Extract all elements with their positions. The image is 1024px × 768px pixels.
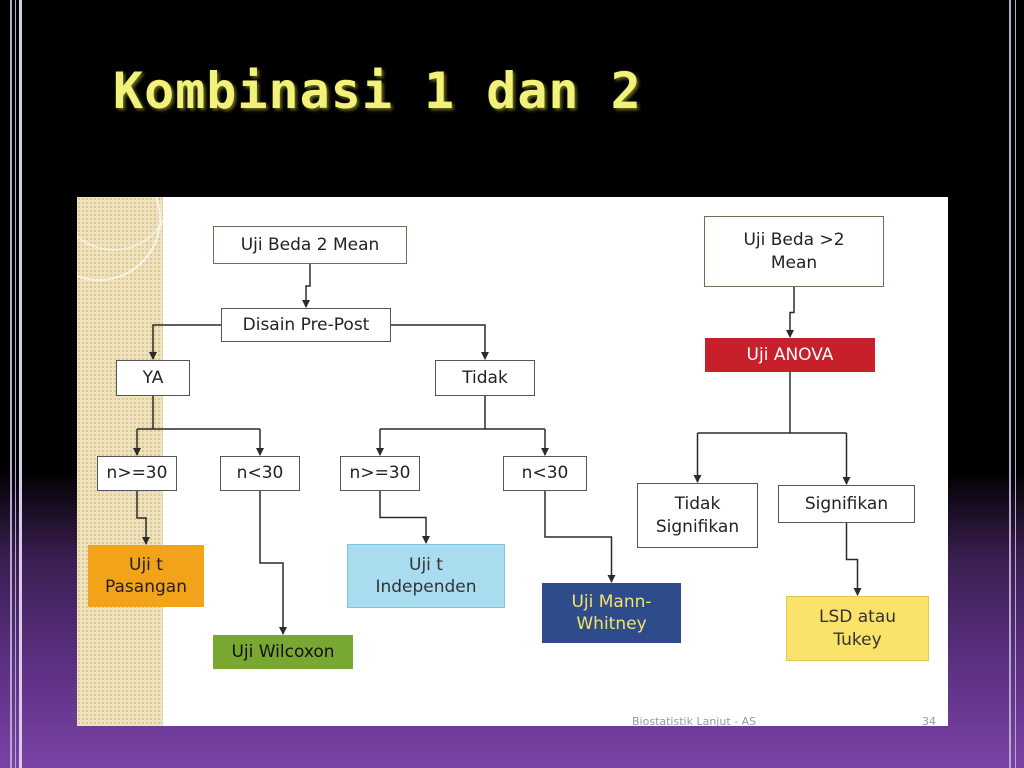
- node-uji-beda-gt2-mean: Uji Beda >2 Mean: [704, 216, 884, 287]
- node-label: n>=30: [106, 463, 168, 484]
- node-uji-anova: Uji ANOVA: [705, 338, 875, 372]
- left-border-line: [15, 0, 16, 768]
- node-label: Uji Beda 2 Mean: [240, 234, 380, 255]
- flowchart-panel: Uji Beda 2 Mean Disain Pre-Post YA Tidak…: [77, 197, 948, 726]
- node-label: Uji Beda >2 Mean: [743, 230, 845, 273]
- node-tidak-signifikan: Tidak Signifikan: [637, 483, 758, 548]
- connector-arrow: [136, 491, 150, 545]
- node-label: n>=30: [349, 463, 411, 484]
- connector-arrow: [302, 264, 311, 308]
- connector-arrow: [259, 491, 287, 635]
- node-tidak-n-lt-30: n<30: [503, 456, 587, 491]
- node-uji-beda-2-mean: Uji Beda 2 Mean: [213, 226, 407, 264]
- node-uji-mann-whitney: Uji Mann- Whitney: [542, 583, 681, 643]
- connector-arrow: [786, 287, 795, 338]
- node-tidak-n-ge-30: n>=30: [340, 456, 420, 491]
- node-disain-pre-post: Disain Pre-Post: [221, 308, 391, 342]
- node-label: Uji Mann- Whitney: [571, 591, 652, 634]
- node-label: Uji Wilcoxon: [231, 641, 335, 662]
- connector-arrow: [379, 491, 430, 544]
- node-ya-n-lt-30: n<30: [220, 456, 300, 491]
- connector-arrow: [149, 324, 221, 360]
- node-uji-wilcoxon: Uji Wilcoxon: [213, 635, 353, 669]
- node-lsd-atau-tukey: LSD atau Tukey: [786, 596, 929, 661]
- node-uji-t-pasangan: Uji t Pasangan: [88, 545, 204, 607]
- node-ya-n-ge-30: n>=30: [97, 456, 177, 491]
- node-signifikan: Signifikan: [778, 485, 915, 523]
- node-label: Uji t Independen: [375, 554, 477, 597]
- right-border-line: [1015, 0, 1016, 768]
- slide-number: 34: [922, 715, 936, 726]
- node-label: LSD atau Tukey: [818, 607, 897, 650]
- connector-arrow: [544, 491, 616, 583]
- node-tidak: Tidak: [435, 360, 535, 396]
- node-label: Uji t Pasangan: [105, 554, 187, 597]
- node-label: n<30: [236, 463, 284, 484]
- node-label: YA: [142, 367, 164, 388]
- node-label: Tidak Signifikan: [655, 494, 740, 537]
- node-label: n<30: [521, 463, 569, 484]
- node-ya: YA: [116, 360, 190, 396]
- connector-arrow: [391, 324, 489, 360]
- node-label: Signifikan: [804, 493, 889, 514]
- node-uji-t-independen: Uji t Independen: [347, 544, 505, 608]
- left-border-line: [19, 0, 22, 768]
- node-label: Disain Pre-Post: [242, 314, 370, 335]
- slide-footer-text: Biostatistik Lanjut - AS: [632, 715, 757, 726]
- node-label: Tidak: [462, 367, 508, 388]
- slide-title: Kombinasi 1 dan 2: [113, 62, 642, 120]
- node-label: Uji ANOVA: [746, 344, 834, 365]
- right-border-line: [1009, 0, 1011, 768]
- connector-arrow: [845, 523, 862, 596]
- flowchart-connectors: [133, 264, 862, 635]
- left-border-line: [10, 0, 12, 768]
